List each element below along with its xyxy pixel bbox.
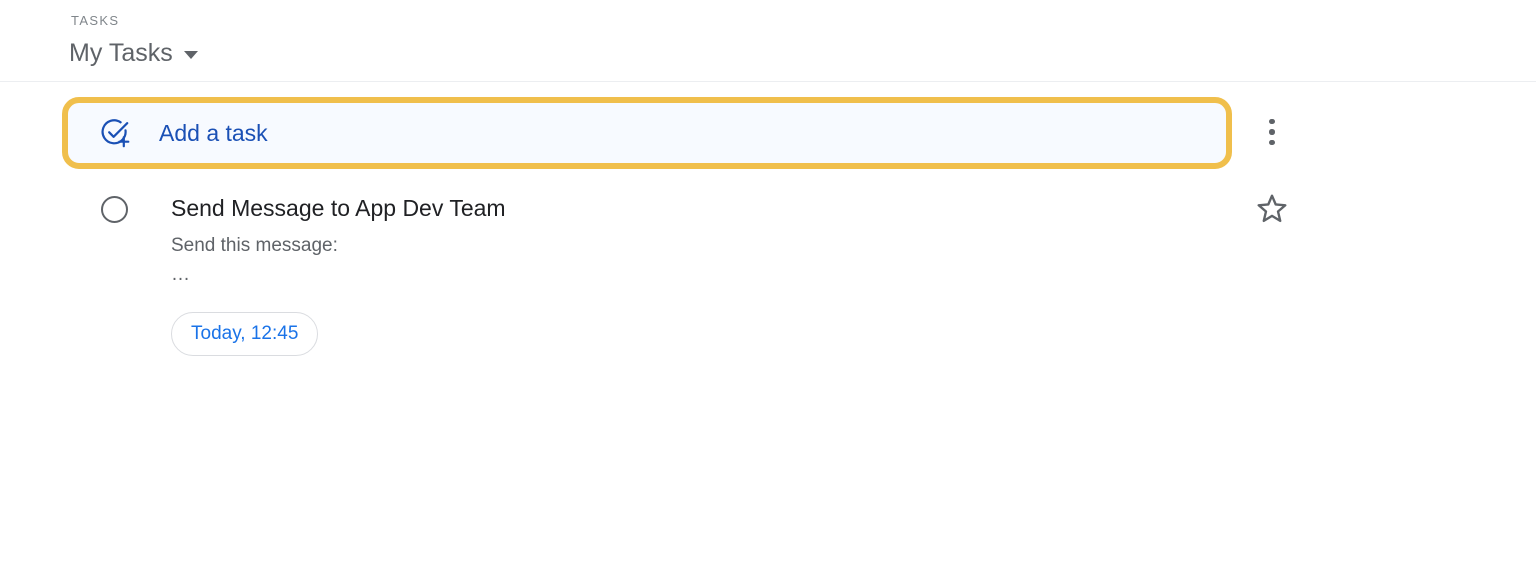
task-list-selector[interactable]: My Tasks xyxy=(69,38,198,68)
task-notes: Send this message: xyxy=(171,235,338,256)
add-task-label: Add a task xyxy=(159,120,268,146)
star-outline-icon[interactable] xyxy=(1253,190,1291,228)
circle-unchecked-icon[interactable] xyxy=(101,196,128,223)
task-list-name: My Tasks xyxy=(69,39,173,67)
menu-dot xyxy=(1269,118,1275,125)
tasks-panel-header: TASKS My Tasks xyxy=(0,0,1536,82)
check-circle-plus-icon xyxy=(99,117,131,149)
more-vertical-icon[interactable] xyxy=(1252,108,1292,156)
task-due-date-chip[interactable]: Today, 12:45 xyxy=(171,312,319,356)
task-content: Send Message to App Dev Team Send this m… xyxy=(171,193,1221,356)
add-task-button[interactable]: Add a task xyxy=(62,97,1232,169)
panel-eyebrow-label: TASKS xyxy=(71,13,120,28)
task-notes-overflow: … xyxy=(171,264,190,285)
chevron-down-icon xyxy=(183,51,198,59)
task-title: Send Message to App Dev Team xyxy=(171,195,506,221)
menu-dot xyxy=(1269,139,1275,146)
menu-dot xyxy=(1269,129,1275,135)
